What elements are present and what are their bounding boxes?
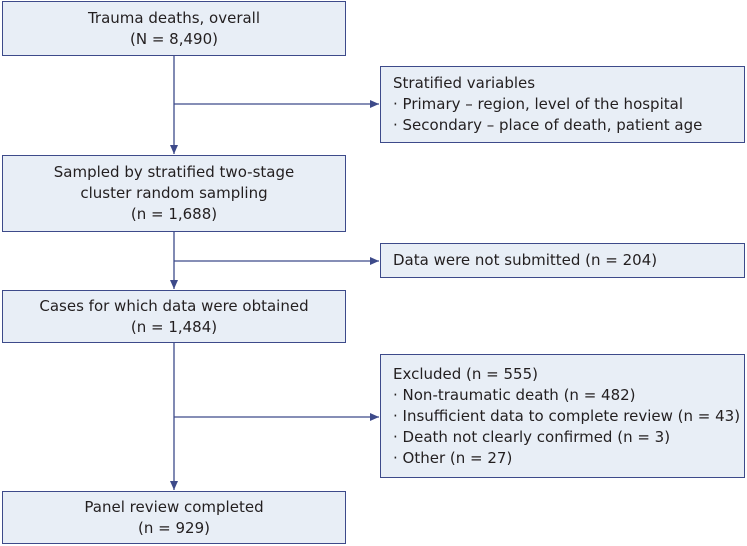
box-line: (N = 8,490) [130,29,218,48]
box-sampled: Sampled by stratified two-stage cluster … [2,155,346,232]
box-line: (n = 1,484) [130,317,218,336]
box-excluded: Excluded (n = 555) · Non-traumatic death… [380,354,745,478]
box-data-obtained: Cases for which data were obtained (n = … [2,290,346,343]
box-line: · Non-traumatic death (n = 482) [393,385,636,404]
box-line: Panel review completed [84,497,264,516]
box-line: Stratified variables [393,74,536,92]
box-line: Excluded (n = 555) [393,364,538,383]
box-line: cluster random sampling [80,184,268,202]
box-line: · Insufficient data to complete review (… [393,406,741,425]
box-line: Sampled by stratified two-stage [53,163,295,181]
box-line: · Death not clearly confirmed (n = 3) [393,427,671,446]
box-line: Cases for which data were obtained [39,296,309,315]
box-panel-review: Panel review completed (n = 929) [2,491,346,544]
box-trauma-deaths-overall: Trauma deaths, overall (N = 8,490) [2,1,346,56]
box-line: Data were not submitted (n = 204) [393,251,658,269]
box-stratified-variables: Stratified variables · Primary – region,… [380,66,745,143]
box-line: · Primary – region, level of the hospita… [393,95,683,113]
box-line: (n = 1,688) [130,205,218,223]
box-line: · Secondary – place of death, patient ag… [393,116,703,134]
box-not-submitted: Data were not submitted (n = 204) [380,243,745,278]
box-line: Trauma deaths, overall [87,8,261,27]
box-line: · Other (n = 27) [393,448,513,467]
box-line: (n = 929) [138,518,210,537]
